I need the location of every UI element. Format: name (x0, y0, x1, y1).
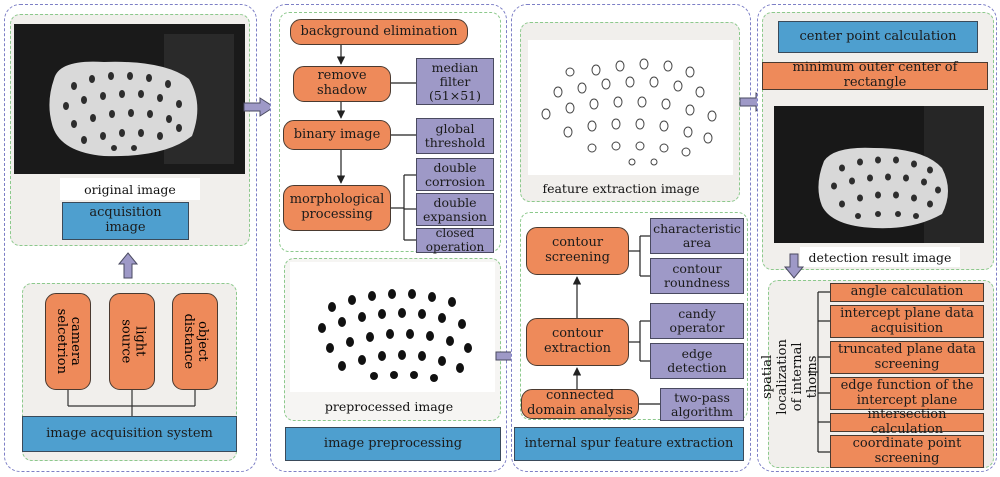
original-image-graphic (14, 24, 245, 174)
remove-shadow-box: remove shadow (293, 66, 391, 102)
detection-result-graphic (774, 106, 984, 243)
center-point-calculation-box: center point calculation (778, 21, 978, 53)
image-acquisition-system-box: image acquisition system (22, 416, 237, 452)
connected-domain-analysis-box: connected domain analysis (521, 389, 639, 419)
global-threshold-box: global threshold (416, 118, 494, 154)
detection-result-label: detection result image (800, 247, 960, 267)
coordinate-point-screening-box: coordinate point screening (830, 435, 984, 468)
light-source-box: light source (109, 293, 155, 390)
binary-image-box: binary image (283, 120, 391, 150)
original-image-label: original image (60, 178, 200, 200)
image-preprocessing-box: image preprocessing (285, 427, 501, 461)
original-image-photo (14, 24, 245, 174)
feature-extraction-image-photo (528, 40, 733, 175)
preprocessed-image-photo (290, 262, 495, 392)
object-distance-box: object distance (172, 293, 218, 390)
intercept-plane-data-acquisition-box: intercept plane data acquisition (830, 305, 984, 338)
preprocessed-image-graphic (318, 289, 472, 382)
feature-extraction-image-graphic (541, 58, 717, 166)
camera-selection-box: camera selcetrion (45, 293, 91, 390)
minimum-outer-center-box: minimum outer center of rectangle (762, 61, 988, 90)
acquisition-image-box: acquisition image (62, 202, 189, 240)
internal-spur-feature-extraction-box: internal spur feature extraction (514, 427, 744, 461)
preprocessed-image-label: preprocessed image (324, 398, 454, 414)
morphological-processing-box: morphological processing (283, 185, 391, 231)
contour-screening-box: contour screening (526, 227, 629, 275)
edge-detection-box: edge detection (650, 343, 744, 379)
candy-operator-box: candy operator (650, 303, 744, 339)
truncated-plane-data-screening-box: truncated plane data screening (830, 341, 984, 374)
characteristic-area-box: characteristic area (650, 218, 744, 254)
edge-function-intercept-plane-box: edge function of the intercept plane (830, 377, 984, 410)
double-expansion-box: double expansion (416, 193, 494, 226)
double-corrosion-box: double corrosion (416, 158, 494, 191)
closed-operation-box: closed operation (416, 226, 494, 253)
feature-extraction-image-label: feature extraction image (542, 180, 700, 196)
detection-result-photo (774, 106, 984, 243)
contour-extraction-box: contour extraction (526, 318, 629, 366)
contour-roundness-box: contour roundness (650, 258, 744, 294)
two-pass-algorithm-box: two-pass algorithm (660, 388, 744, 421)
background-elimination-box: background elimination (290, 19, 468, 45)
angle-calculation-box: angle calculation (830, 283, 984, 302)
median-filter-box: median filter (51×51) (416, 58, 494, 105)
